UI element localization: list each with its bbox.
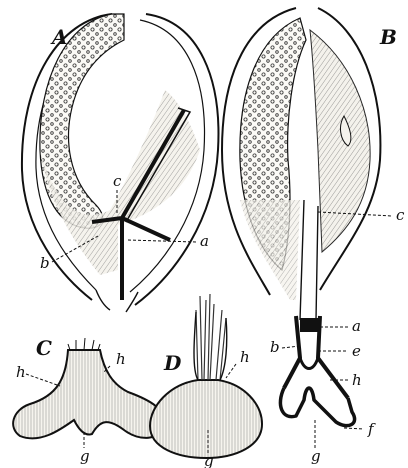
panel-a-label-a: a — [200, 232, 209, 250]
panel-c-label-h-left: h — [16, 363, 26, 381]
panel-c-label-g: g — [80, 447, 90, 465]
panel-c: C h h g — [13, 336, 164, 465]
panel-d-bulb — [150, 380, 262, 458]
panel-c-letter: C — [36, 336, 52, 360]
panel-b-hatched-region — [310, 30, 370, 252]
panel-b-label-b: b — [270, 338, 280, 356]
panel-b-letter: B — [379, 25, 397, 49]
panel-b-label-a: a — [352, 317, 361, 335]
panel-b-label-f: f — [367, 420, 376, 438]
panel-b-label-h: h — [352, 371, 362, 389]
panel-b-label-c: c — [396, 206, 405, 224]
panel-c-shape — [13, 350, 164, 438]
panel-d-letter: D — [163, 351, 182, 375]
panel-a-label-c: c — [113, 172, 122, 190]
panel-a-label-b: b — [40, 254, 50, 272]
panel-d-fibre-tuft — [196, 294, 226, 380]
panel-a: A c a b — [22, 14, 219, 312]
panel-b-label-e: e — [352, 342, 361, 360]
panel-d-label-g: g — [204, 452, 214, 468]
panel-a-letter: A — [50, 25, 68, 49]
panel-b-label-g: g — [311, 447, 321, 465]
panel-d-label-h: h — [240, 348, 250, 366]
panel-d: D h g — [150, 294, 262, 468]
panel-c-label-h-right: h — [116, 350, 126, 368]
